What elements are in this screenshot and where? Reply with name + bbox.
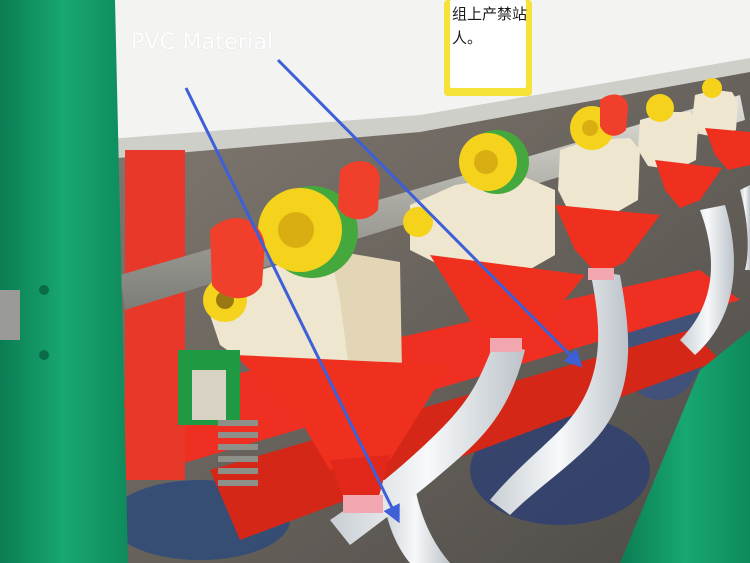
tube-clamp-pink xyxy=(343,495,383,513)
red-funnel xyxy=(705,128,750,170)
metering-housing-side xyxy=(330,250,402,392)
gear-hub xyxy=(582,120,598,136)
bracket-plate xyxy=(192,370,226,420)
metering-housing xyxy=(558,138,640,215)
pvc-tube xyxy=(680,205,734,355)
annotation-arrow xyxy=(184,87,400,524)
pvc-tube xyxy=(490,270,629,515)
red-clamp xyxy=(210,218,265,299)
frame-rivet xyxy=(39,285,49,295)
sign-line: 组上产禁站 xyxy=(452,5,528,23)
red-clamp xyxy=(600,94,628,136)
seed-gear-yellow xyxy=(646,94,674,122)
annotation-arrow xyxy=(276,58,583,368)
pvc-material-label: PVC Material xyxy=(131,30,274,55)
sign-line: 人。 xyxy=(452,29,483,47)
red-funnel xyxy=(555,205,660,275)
metering-housing xyxy=(638,112,698,170)
frame-rivet xyxy=(39,350,49,360)
red-funnel xyxy=(430,255,585,345)
red-funnel xyxy=(235,355,450,470)
green-frame-left xyxy=(0,0,128,563)
top-panel xyxy=(95,0,750,145)
green-frame-right xyxy=(620,330,750,563)
warning-sign-text: 组上产禁站 人。 xyxy=(452,2,528,50)
spring xyxy=(218,420,258,486)
bearing-yellow xyxy=(403,207,433,237)
gear-hub xyxy=(278,212,314,248)
frame-bolt xyxy=(0,290,20,340)
gear-hub xyxy=(474,150,498,174)
red-funnel-neck xyxy=(330,455,390,503)
pvc-tube xyxy=(740,185,750,270)
tube-clamp-pink xyxy=(588,268,614,280)
metering-housing xyxy=(410,175,555,275)
top-panel-edge xyxy=(95,58,750,160)
seed-gear-yellow xyxy=(702,78,722,98)
tube-clamp-pink xyxy=(490,338,522,352)
red-clamp xyxy=(338,161,380,220)
red-funnel xyxy=(655,160,722,208)
metering-housing xyxy=(692,90,738,138)
red-frame-post xyxy=(125,150,185,480)
warning-sign-face xyxy=(450,0,526,88)
